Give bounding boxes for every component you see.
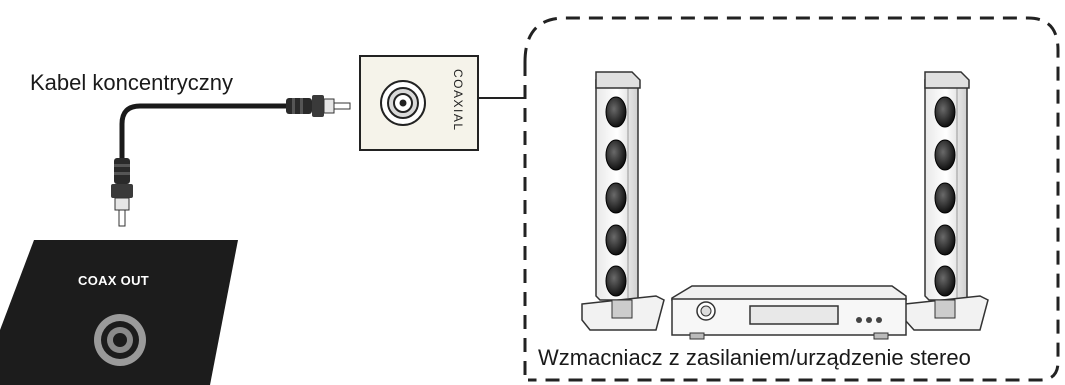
coax-cable (119, 103, 288, 162)
source-device-panel (0, 240, 238, 385)
coax-out-label: COAX OUT (78, 273, 150, 288)
coaxial-connector-plate (359, 55, 479, 151)
right-speaker-drivers (934, 96, 956, 297)
rca-plug-horizontal (286, 95, 351, 117)
amplifier-label: Wzmacniacz z zasilaniem/urządzenie stere… (538, 345, 971, 370)
coax-cable-label: Kabel koncentryczny (30, 70, 233, 95)
left-speaker-drivers (605, 96, 627, 297)
coaxial-port-label: COAXIAL (451, 69, 465, 132)
amplifier-group-border (523, 16, 1060, 382)
stereo-amplifier (671, 285, 907, 340)
right-speaker (904, 71, 989, 331)
rca-plug-vertical (111, 158, 133, 227)
left-speaker (581, 71, 665, 331)
